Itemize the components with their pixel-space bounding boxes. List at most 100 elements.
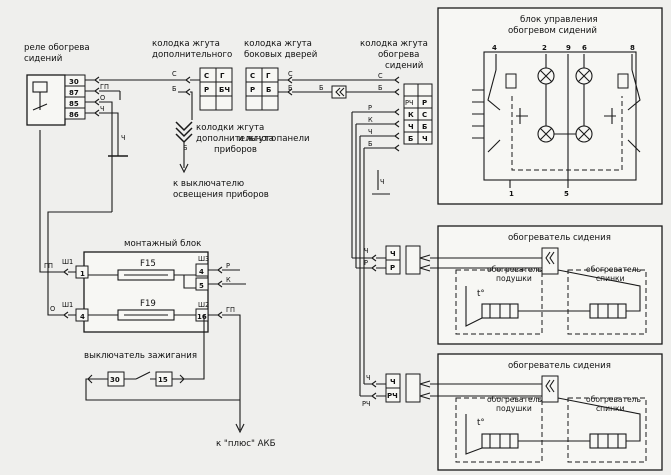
svg-text:К: К <box>368 116 373 124</box>
switch-right-icon <box>617 73 629 89</box>
svg-text:Ч: Ч <box>380 178 385 186</box>
svg-text:86: 86 <box>69 111 79 119</box>
svg-text:Ш1: Ш1 <box>62 301 73 309</box>
svg-text:дополнительного: дополнительного <box>152 50 232 60</box>
svg-text:Р: Р <box>204 86 209 94</box>
svg-text:Б: Б <box>408 135 413 143</box>
heater-1-connector: Ч Р <box>385 245 421 275</box>
ignition-switch: 30 15 <box>107 371 173 387</box>
svg-text:к выключателю: к выключателю <box>173 179 244 189</box>
back-1-block <box>567 269 647 335</box>
mount-block-label: монтажный блок <box>124 239 201 249</box>
svg-text:обогрева: обогрева <box>378 50 419 60</box>
control-inner <box>483 51 637 181</box>
harness-chevron-icon <box>175 121 193 144</box>
svg-text:1: 1 <box>80 270 85 278</box>
svg-text:обогреватель: обогреватель <box>586 395 642 404</box>
svg-text:Ч: Ч <box>390 378 396 386</box>
svg-text:обогреватель: обогреватель <box>487 265 543 274</box>
harness-heat-label: колодка жгута обогрева сидений <box>360 39 428 71</box>
svg-text:30: 30 <box>69 78 79 86</box>
svg-text:6: 6 <box>582 44 587 52</box>
svg-text:приборов: приборов <box>214 145 257 155</box>
svg-text:t°: t° <box>477 289 485 299</box>
cushion-2-block <box>455 397 543 463</box>
svg-text:О: О <box>50 305 55 313</box>
svg-text:Г: Г <box>220 72 225 80</box>
svg-text:блок управления: блок управления <box>520 15 598 25</box>
svg-text:Ч: Ч <box>422 135 428 143</box>
splice-block <box>331 85 347 99</box>
heater-2-splice <box>541 375 559 403</box>
svg-text:колодка жгута: колодка жгута <box>152 39 220 49</box>
svg-text:Ш3: Ш3 <box>198 255 209 263</box>
svg-text:спинки: спинки <box>596 274 625 283</box>
svg-text:Р: Р <box>364 259 368 267</box>
svg-text:К: К <box>408 111 414 119</box>
switch-label: к выключателю освещения приборов <box>173 179 269 200</box>
control-block <box>437 7 663 205</box>
svg-text:К: К <box>226 276 231 284</box>
panel-harness-label: колодки жгута дополнительного и жгута па… <box>196 123 310 155</box>
svg-text:Р: Р <box>390 264 395 272</box>
svg-text:Р: Р <box>250 86 255 94</box>
relay-pins: 30 87 85 86 <box>64 74 86 120</box>
svg-text:подушки: подушки <box>496 274 532 283</box>
svg-text:реле обогрева: реле обогрева <box>24 43 90 53</box>
svg-text:С: С <box>422 111 427 119</box>
svg-text:подушки: подушки <box>496 404 532 413</box>
svg-text:и жгута панели: и жгута панели <box>238 134 310 144</box>
svg-text:Р: Р <box>422 99 427 107</box>
svg-text:боковых дверей: боковых дверей <box>244 50 317 60</box>
heater-2-label: обогреватель сидения <box>508 361 611 371</box>
svg-text:Б: Б <box>183 144 188 152</box>
svg-text:1: 1 <box>509 190 514 198</box>
svg-text:Б: Б <box>319 84 324 92</box>
control-block-label: блок управления обогревом сидений <box>508 15 598 36</box>
svg-text:Ч: Ч <box>408 123 414 131</box>
svg-text:колодка жгута: колодка жгута <box>360 39 428 49</box>
svg-text:О: О <box>100 94 105 102</box>
svg-text:2: 2 <box>542 44 547 52</box>
svg-text:дополнительного: дополнительного <box>196 134 276 144</box>
svg-text:Р: Р <box>226 262 230 270</box>
svg-text:Р: Р <box>368 104 372 112</box>
control-pins: 4 2 9 6 8 1 5 <box>492 44 635 198</box>
svg-text:Б: Б <box>368 140 373 148</box>
svg-text:С: С <box>172 70 177 78</box>
svg-text:30: 30 <box>110 376 120 384</box>
svg-text:16: 16 <box>197 313 207 321</box>
svg-text:87: 87 <box>69 89 79 97</box>
fuse-f15-label: F15 <box>140 259 156 269</box>
svg-text:обогревом сидений: обогревом сидений <box>508 26 597 36</box>
ignition-label: выключатель зажигания <box>84 351 197 361</box>
svg-text:15: 15 <box>158 376 168 384</box>
svg-text:Б: Б <box>172 85 177 93</box>
svg-text:РЧ: РЧ <box>387 392 398 400</box>
heater-1-block <box>437 225 663 345</box>
svg-text:Ч: Ч <box>121 134 126 142</box>
back-2-block <box>567 397 647 463</box>
connector-doors: С Г Р Б <box>245 67 279 111</box>
svg-text:обогреватель: обогреватель <box>586 265 642 274</box>
svg-text:9: 9 <box>566 44 571 52</box>
relay-contact-icon <box>32 92 48 111</box>
svg-text:Ш2: Ш2 <box>198 301 209 309</box>
svg-text:Б: Б <box>288 84 293 92</box>
svg-text:4: 4 <box>199 268 204 276</box>
svg-text:колодки жгута: колодки жгута <box>196 123 264 133</box>
svg-text:Ч: Ч <box>364 247 369 255</box>
svg-text:С: С <box>378 72 383 80</box>
svg-text:С: С <box>288 70 293 78</box>
connector-extra: С Г Р БЧ <box>199 67 233 111</box>
svg-text:Ч: Ч <box>390 250 396 258</box>
switch-left-icon <box>505 73 517 89</box>
harness-extra-label: колодка жгута дополнительного <box>152 39 232 60</box>
svg-text:4: 4 <box>492 44 497 52</box>
harness-doors-label: колодка жгута боковых дверей <box>244 39 317 60</box>
svg-text:Б: Б <box>422 123 427 131</box>
fuse-f19-label: F19 <box>140 299 156 309</box>
svg-text:5: 5 <box>199 282 204 290</box>
svg-text:С: С <box>250 72 255 80</box>
